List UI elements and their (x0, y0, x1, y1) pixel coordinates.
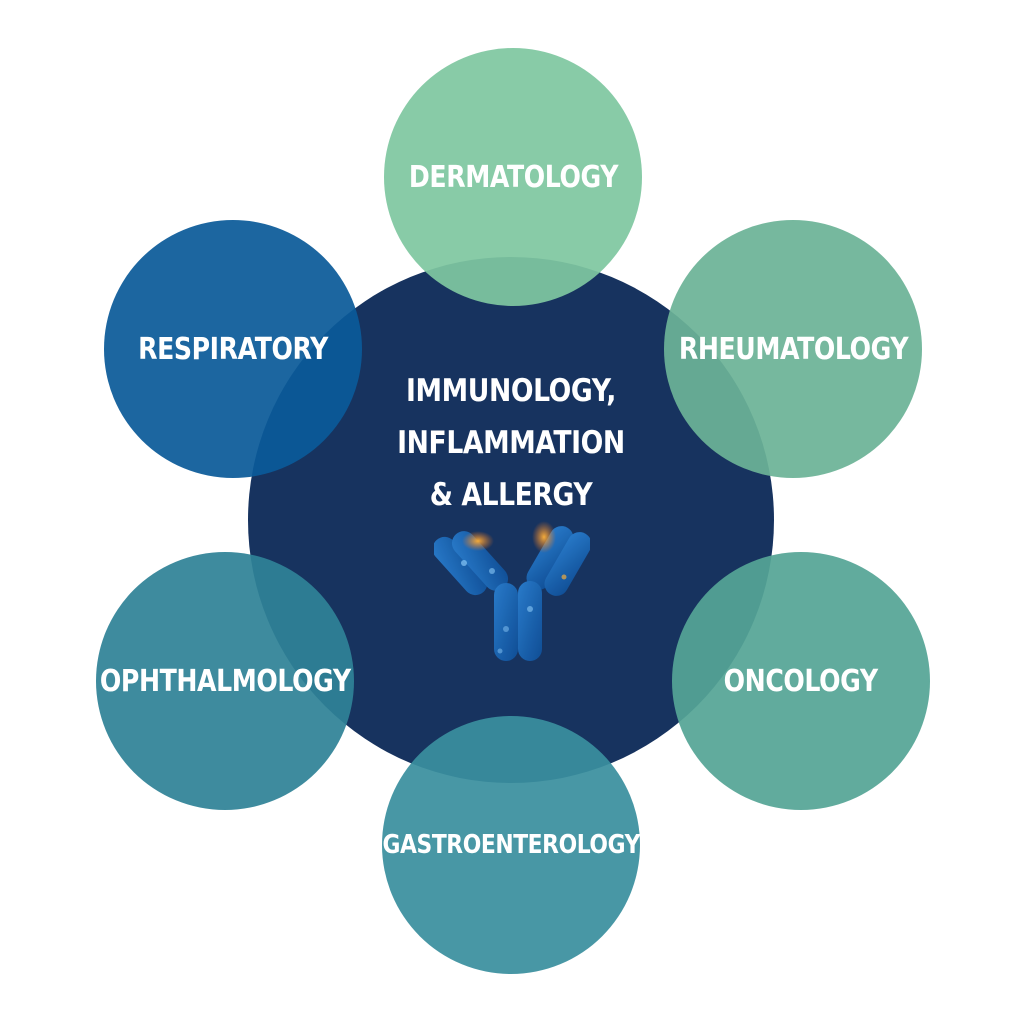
gastroenterology-label: GASTROENTEROLOGY (382, 830, 640, 860)
center-title: IMMUNOLOGY, INFLAMMATION & ALLERGY (397, 373, 625, 513)
ophthalmology-label: OPHTHALMOLOGY (99, 663, 351, 699)
dermatology-circle: DERMATOLOGY (384, 48, 642, 306)
respiratory-circle: RESPIRATORY (104, 220, 362, 478)
antibody-icon (434, 521, 590, 661)
oncology-label: ONCOLOGY (723, 663, 879, 699)
respiratory-label: RESPIRATORY (138, 331, 328, 367)
gastroenterology-circle: GASTROENTEROLOGY (382, 716, 640, 974)
rheumatology-circle: RHEUMATOLOGY (664, 220, 922, 478)
oncology-circle: ONCOLOGY (672, 552, 930, 810)
rheumatology-label: RHEUMATOLOGY (678, 331, 908, 367)
ophthalmology-circle: OPHTHALMOLOGY (96, 552, 354, 810)
dermatology-label: DERMATOLOGY (408, 159, 618, 195)
